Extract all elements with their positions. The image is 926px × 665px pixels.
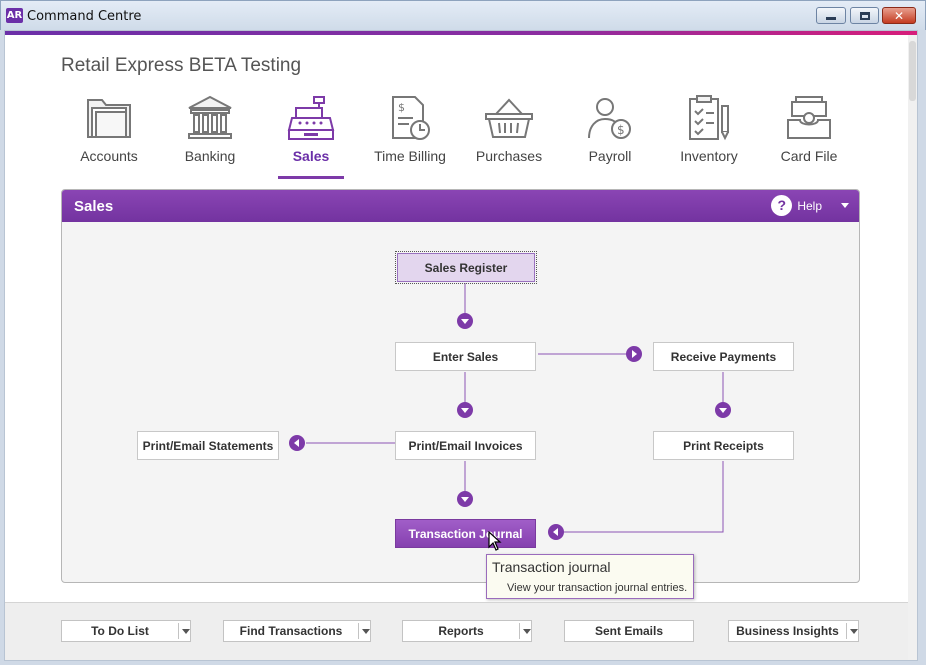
minimize-icon <box>826 16 836 20</box>
svg-text:$: $ <box>617 123 625 137</box>
payroll-icon: $ <box>588 98 631 139</box>
nav-inventory[interactable]: Inventory <box>659 94 759 179</box>
nav-time-billing[interactable]: $ Time Billing <box>360 94 460 179</box>
panel-title: Sales <box>74 198 114 215</box>
maximize-icon <box>859 11 870 20</box>
chevron-down-icon[interactable] <box>519 623 531 639</box>
clipboard-icon <box>689 95 729 141</box>
svg-text:$: $ <box>398 101 405 114</box>
bottom-toolbar: To Do List Find Transactions Reports Sen… <box>5 602 908 660</box>
flow-arrow-icons <box>289 313 731 540</box>
bank-icon <box>188 95 232 139</box>
tooltip-title: Transaction journal <box>492 559 611 575</box>
enter-sales-button[interactable]: Enter Sales <box>395 342 536 371</box>
nav-card-file[interactable]: Card File <box>759 94 859 179</box>
print-email-invoices-button[interactable]: Print/Email Invoices <box>395 431 536 460</box>
nav-label: Accounts <box>80 148 138 164</box>
close-icon: ✕ <box>893 8 905 23</box>
vertical-scrollbar[interactable] <box>908 35 917 660</box>
sent-emails-button[interactable]: Sent Emails <box>564 620 694 642</box>
folder-icon <box>87 99 131 138</box>
sales-panel: Sales ? Help <box>61 189 860 583</box>
chevron-down-icon[interactable] <box>178 623 190 639</box>
accent-bar <box>5 31 917 35</box>
command-centre-window: Retail Express BETA Testing Accounts Ban… <box>4 30 918 661</box>
button-label: Find Transactions <box>239 624 343 638</box>
window-titlebar: AR Command Centre ✕ <box>0 0 926 30</box>
print-receipts-button[interactable]: Print Receipts <box>653 431 794 460</box>
minimize-button[interactable] <box>816 7 846 24</box>
chevron-down-icon[interactable] <box>358 623 370 639</box>
company-name: Retail Express BETA Testing <box>61 55 302 76</box>
business-insights-button[interactable]: Business Insights <box>728 620 859 642</box>
time-billing-icon: $ <box>392 96 430 140</box>
nav-label: Banking <box>184 148 236 164</box>
find-transactions-button[interactable]: Find Transactions <box>223 620 371 642</box>
button-label: Sent Emails <box>594 624 664 638</box>
chevron-down-icon[interactable] <box>846 623 858 639</box>
reports-button[interactable]: Reports <box>402 620 532 642</box>
flow-connectors <box>289 283 731 540</box>
basket-icon <box>485 98 533 138</box>
help-icon: ? <box>771 195 793 216</box>
nav-label: Inventory <box>680 148 738 164</box>
button-label: Business Insights <box>736 624 839 638</box>
app-logo-icon: AR <box>6 8 23 23</box>
print-email-statements-button[interactable]: Print/Email Statements <box>137 431 279 460</box>
button-label: To Do List <box>91 624 149 638</box>
tooltip-body: View your transaction journal entries. <box>507 582 688 594</box>
scrollbar-thumb[interactable] <box>909 41 916 101</box>
help-menu[interactable]: ? Help <box>771 195 849 216</box>
nav-label: Sales <box>292 148 330 164</box>
nav-payroll[interactable]: $ Payroll <box>560 94 660 179</box>
chevron-down-icon <box>841 203 849 208</box>
maximize-button[interactable] <box>850 7 879 24</box>
nav-accounts[interactable]: Accounts <box>59 94 159 179</box>
sales-register-button[interactable]: Sales Register <box>395 251 537 284</box>
nav-banking[interactable]: Banking <box>160 94 260 179</box>
close-button[interactable]: ✕ <box>882 7 916 24</box>
help-label: Help <box>797 198 822 213</box>
transaction-journal-button[interactable]: Transaction Journal <box>395 519 536 548</box>
card-file-icon <box>787 96 831 139</box>
receive-payments-button[interactable]: Receive Payments <box>653 342 794 371</box>
nav-label: Time Billing <box>374 148 446 164</box>
panel-header: Sales ? Help <box>62 190 859 222</box>
to-do-list-button[interactable]: To Do List <box>61 620 191 642</box>
nav-label: Payroll <box>588 148 632 164</box>
tooltip: Transaction journal View your transactio… <box>486 554 694 599</box>
nav-label: Purchases <box>475 148 543 164</box>
active-tab-indicator <box>278 176 344 179</box>
cash-register-icon <box>287 96 335 140</box>
mouse-cursor-icon <box>488 531 502 551</box>
button-label: Reports <box>438 624 484 638</box>
nav-purchases[interactable]: Purchases <box>459 94 559 179</box>
nav-label: Card File <box>780 148 838 164</box>
window-title: Command Centre <box>27 9 142 24</box>
nav-sales[interactable]: Sales <box>261 94 361 179</box>
